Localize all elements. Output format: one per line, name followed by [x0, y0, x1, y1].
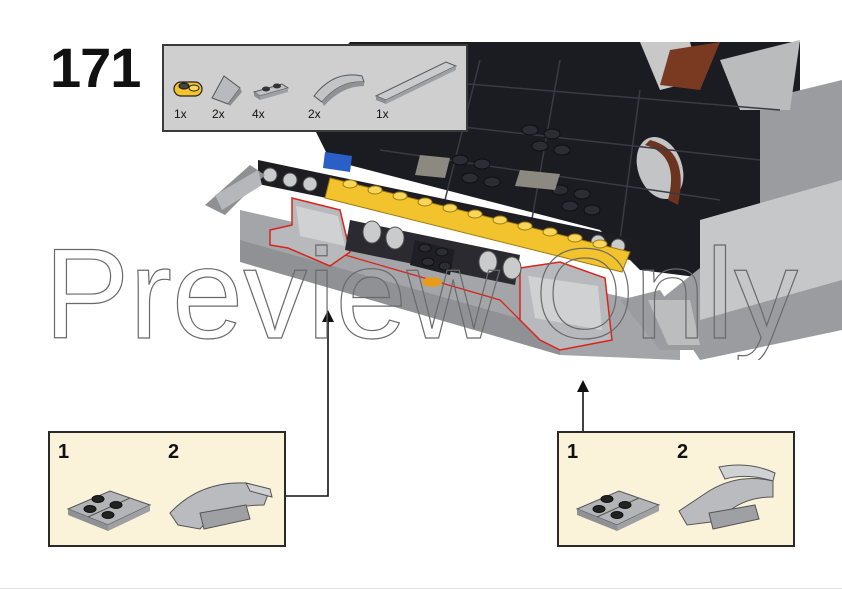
right-callout-arrowhead	[577, 380, 589, 392]
subassembly-left-panel: 1 2	[48, 431, 286, 547]
part-qty-2: 2x	[212, 107, 225, 121]
subassembly-right-illustration	[575, 464, 776, 531]
parts-list-icons	[173, 61, 458, 106]
left-callout-line	[286, 318, 329, 497]
subassembly-left-step-1: 1	[58, 441, 70, 463]
subassembly-left-step-2: 2	[168, 441, 180, 463]
subassembly-right-step-2: 2	[677, 441, 689, 463]
subassembly-right-step-1: 1	[567, 441, 579, 463]
plate-2x2-icon	[66, 490, 152, 531]
part-qty-5: 1x	[376, 107, 389, 121]
gray-slope-tile-icon	[211, 75, 242, 106]
preview-watermark: Preview Only	[43, 230, 798, 360]
gray-curved-slope-icon	[313, 74, 365, 106]
curved-slope-assembly-icon	[678, 464, 776, 530]
part-qty-4: 2x	[308, 107, 321, 121]
watermark-text: Preview Only	[44, 230, 798, 360]
step-number: 171	[50, 36, 141, 99]
subassembly-left-illustration	[66, 482, 273, 531]
subassembly-right-panel: 1 2	[557, 431, 795, 547]
part-qty-3: 4x	[252, 107, 265, 121]
plate-2x2-icon	[575, 490, 661, 531]
part-qty-1: 1x	[174, 107, 187, 121]
yellow-round-plate-icon	[173, 81, 203, 97]
left-callout-arrowhead	[322, 310, 334, 322]
gray-plate-1x2-icon	[252, 83, 290, 100]
page-bottom-rule	[0, 588, 842, 589]
curved-slope-assembly-icon	[169, 482, 273, 530]
parts-list-panel: 1x 2x 4x 2x 1x	[162, 44, 468, 132]
gray-long-tile-icon	[374, 61, 458, 104]
